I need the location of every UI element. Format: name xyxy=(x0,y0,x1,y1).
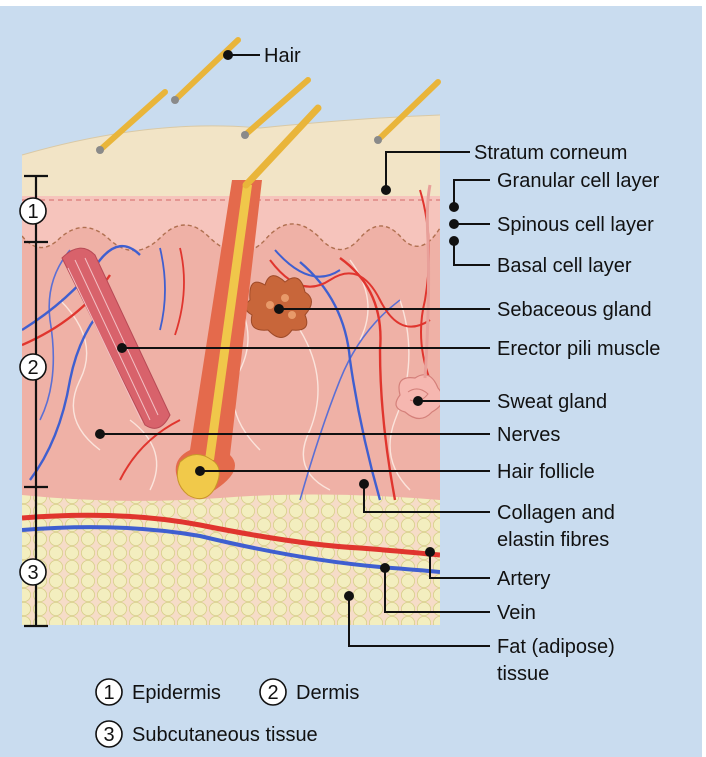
svg-text:2: 2 xyxy=(27,357,38,379)
label-stratum-corneum: Stratum corneum xyxy=(474,142,627,164)
svg-text:Dermis: Dermis xyxy=(296,682,359,704)
label-hair: Hair xyxy=(264,45,301,67)
label-sebaceous-gland: Sebaceous gland xyxy=(497,299,652,321)
label-nerves: Nerves xyxy=(497,424,560,446)
svg-text:Epidermis: Epidermis xyxy=(132,682,221,704)
label-basal-cell-layer: Basal cell layer xyxy=(497,255,632,277)
label-collagen-line2: elastin fibres xyxy=(497,529,609,551)
label-vein: Vein xyxy=(497,602,536,624)
skin-block xyxy=(0,100,460,640)
legend-item-dermis: 2 Dermis xyxy=(260,679,359,705)
svg-text:3: 3 xyxy=(103,724,114,746)
layer-marker-2: 2 xyxy=(20,354,46,380)
label-fat-line1: Fat (adipose) xyxy=(497,636,615,658)
label-sweat-gland: Sweat gland xyxy=(497,391,607,413)
label-granular-cell-layer: Granular cell layer xyxy=(497,170,660,192)
label-erector-pili-muscle: Erector pili muscle xyxy=(497,338,660,360)
label-artery: Artery xyxy=(497,568,550,590)
label-collagen-line1: Collagen and xyxy=(497,502,615,524)
label-fat-line2: tissue xyxy=(497,663,549,685)
legend-item-subcutaneous: 3 Subcutaneous tissue xyxy=(96,721,318,747)
svg-text:2: 2 xyxy=(267,682,278,704)
layer-marker-3: 3 xyxy=(20,559,46,585)
svg-text:1: 1 xyxy=(27,201,38,223)
svg-text:3: 3 xyxy=(27,562,38,584)
label-hair-follicle: Hair follicle xyxy=(497,461,595,483)
layer-marker-1: 1 xyxy=(20,198,46,224)
label-spinous-cell-layer: Spinous cell layer xyxy=(497,214,654,236)
legend: 1 Epidermis 2 Dermis 3 Subcutaneous tiss… xyxy=(96,679,359,747)
svg-text:1: 1 xyxy=(103,682,114,704)
svg-text:Subcutaneous tissue: Subcutaneous tissue xyxy=(132,724,318,746)
legend-item-epidermis: 1 Epidermis xyxy=(96,679,221,705)
